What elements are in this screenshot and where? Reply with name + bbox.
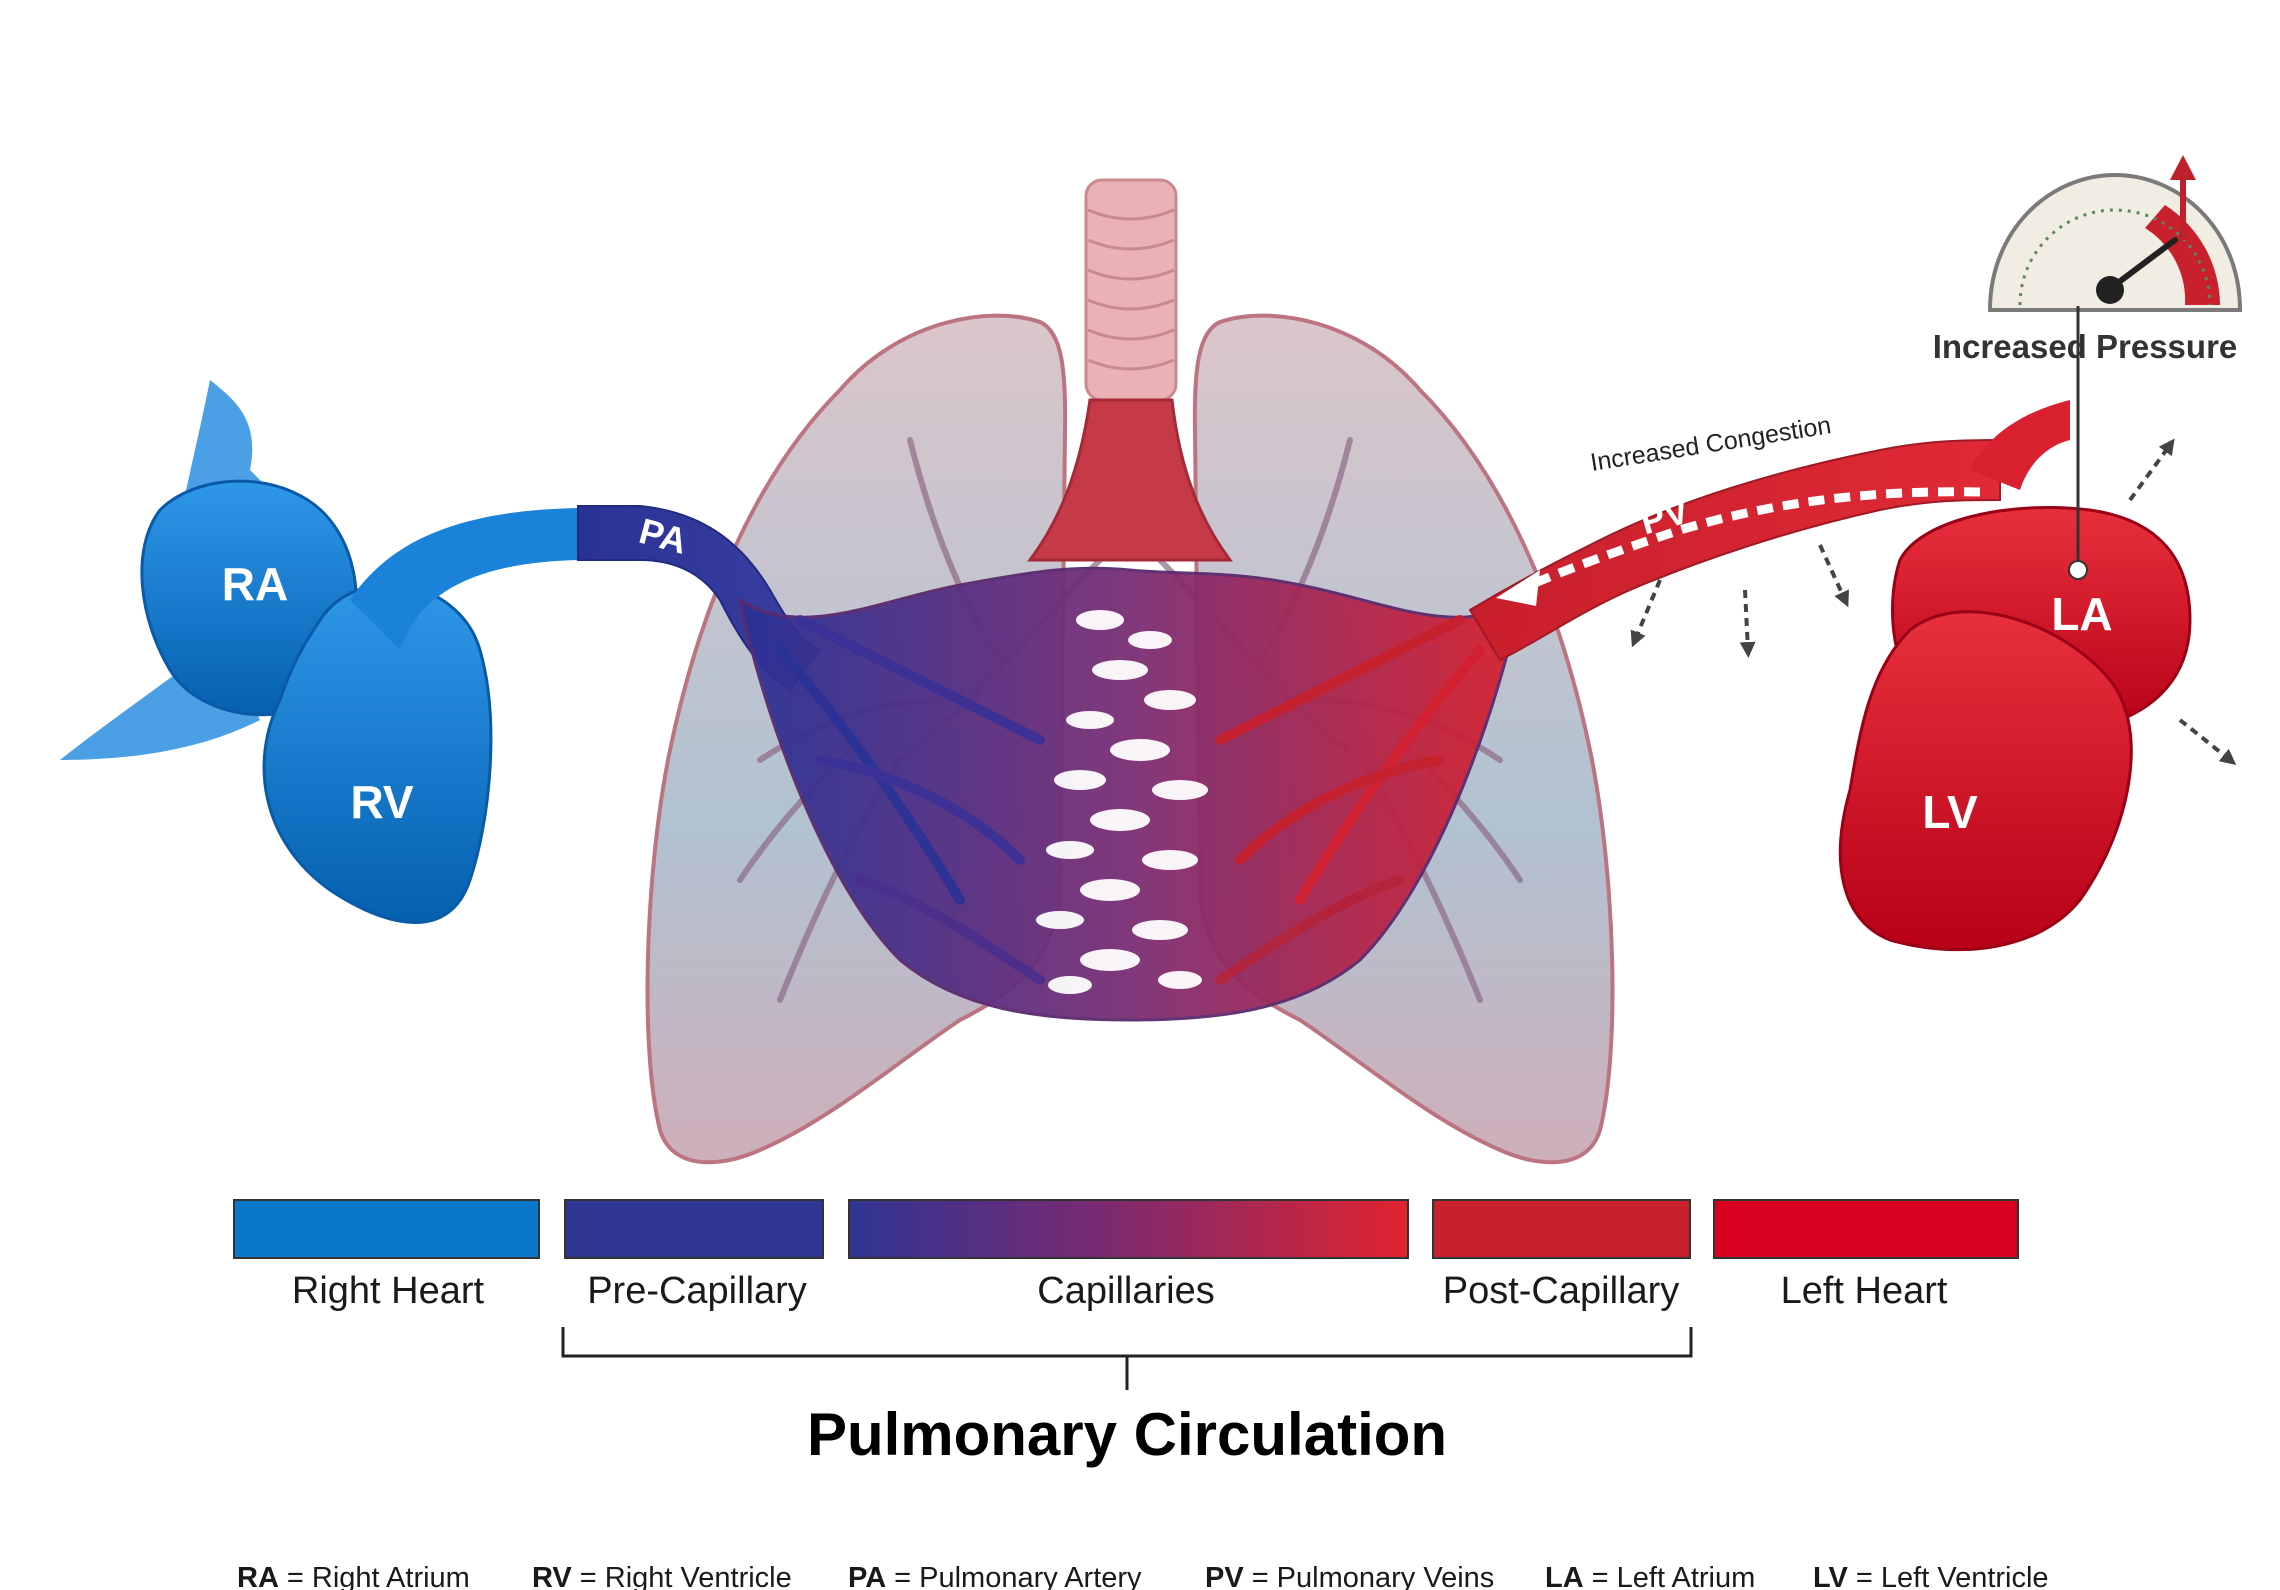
trachea xyxy=(1027,178,1233,562)
legend-desc-rv: = Right Ventricle xyxy=(580,1562,792,1590)
segment-bar-post-capillary xyxy=(1432,1199,1691,1259)
segment-bar-right-heart xyxy=(233,1199,540,1259)
legend-desc-lv: = Left Ventricle xyxy=(1856,1562,2049,1590)
congestion-leak-arrows xyxy=(1630,438,2237,765)
segment-labels: Right Heart Pre-Capillary Capillaries Po… xyxy=(292,1270,1948,1312)
segment-bar-pre-capillary xyxy=(564,1199,824,1259)
segment-label-right-heart: Right Heart xyxy=(292,1270,485,1312)
label-ra: RA xyxy=(222,558,288,610)
label-increased-pressure: Increased Pressure xyxy=(1933,328,2238,365)
right-ventricle xyxy=(262,583,493,924)
label-lv: LV xyxy=(1922,786,1978,838)
legend-entry-lv: LV= Left Ventricle xyxy=(1813,1562,2049,1590)
left-ventricle xyxy=(1838,610,2133,952)
legend-abbr-lv: LV xyxy=(1813,1562,1849,1590)
legend-desc-ra: = Right Atrium xyxy=(287,1562,470,1590)
legend-entry-pv: PV = Pulmonary Veins xyxy=(1205,1562,1494,1590)
aorta xyxy=(1970,400,2070,490)
legend-entry-pa: PA = Pulmonary Artery xyxy=(848,1562,1142,1590)
pressure-gauge xyxy=(1987,172,2243,580)
right-heart xyxy=(60,380,580,924)
pressure-up-arrow xyxy=(2170,155,2196,240)
abbreviation-legend: RA = Right Atrium RV = Right Ventricle PA =… xyxy=(237,1562,2049,1590)
legend-abbr-ra: RA xyxy=(237,1562,279,1590)
label-increased-congestion: Increased Congestion xyxy=(1588,411,1833,477)
legend-entry-rv: RV = Right Ventricle xyxy=(532,1562,792,1590)
diagram-title: Pulmonary Circulation xyxy=(807,1401,1447,1468)
pulmonary-trunk xyxy=(350,508,580,650)
capillary-network xyxy=(737,566,1523,1022)
segment-label-capillaries: Capillaries xyxy=(1037,1270,1214,1312)
pulmonary-bracket xyxy=(561,1327,1693,1390)
legend-abbr-la: LA xyxy=(1545,1562,1584,1590)
legend-desc-pv: = Pulmonary Veins xyxy=(1252,1562,1495,1590)
legend-entry-la: LA = Left Atrium xyxy=(1545,1562,1755,1590)
segment-bars xyxy=(233,1199,2019,1259)
segment-bar-left-heart xyxy=(1713,1199,2019,1259)
congestion-arrow xyxy=(1528,487,1981,590)
label-rv: RV xyxy=(350,776,413,828)
congestion-arrowhead xyxy=(1496,570,1540,606)
legend-desc-pa: = Pulmonary Artery xyxy=(894,1562,1142,1590)
segment-label-left-heart: Left Heart xyxy=(1781,1270,1948,1312)
legend-entry-ra: RA = Right Atrium xyxy=(237,1562,470,1590)
legend-abbr-pv: PV xyxy=(1205,1562,1244,1590)
segment-label-post-capillary: Post-Capillary xyxy=(1443,1270,1680,1312)
legend-abbr-pa: PA xyxy=(848,1562,886,1590)
legend-desc-la: = Left Atrium xyxy=(1592,1562,1756,1590)
left-heart xyxy=(1838,506,2192,952)
segment-bar-capillaries xyxy=(848,1199,1409,1259)
label-la: LA xyxy=(2051,588,2112,640)
segment-label-pre-capillary: Pre-Capillary xyxy=(587,1270,807,1312)
legend-abbr-rv: RV xyxy=(532,1562,572,1590)
